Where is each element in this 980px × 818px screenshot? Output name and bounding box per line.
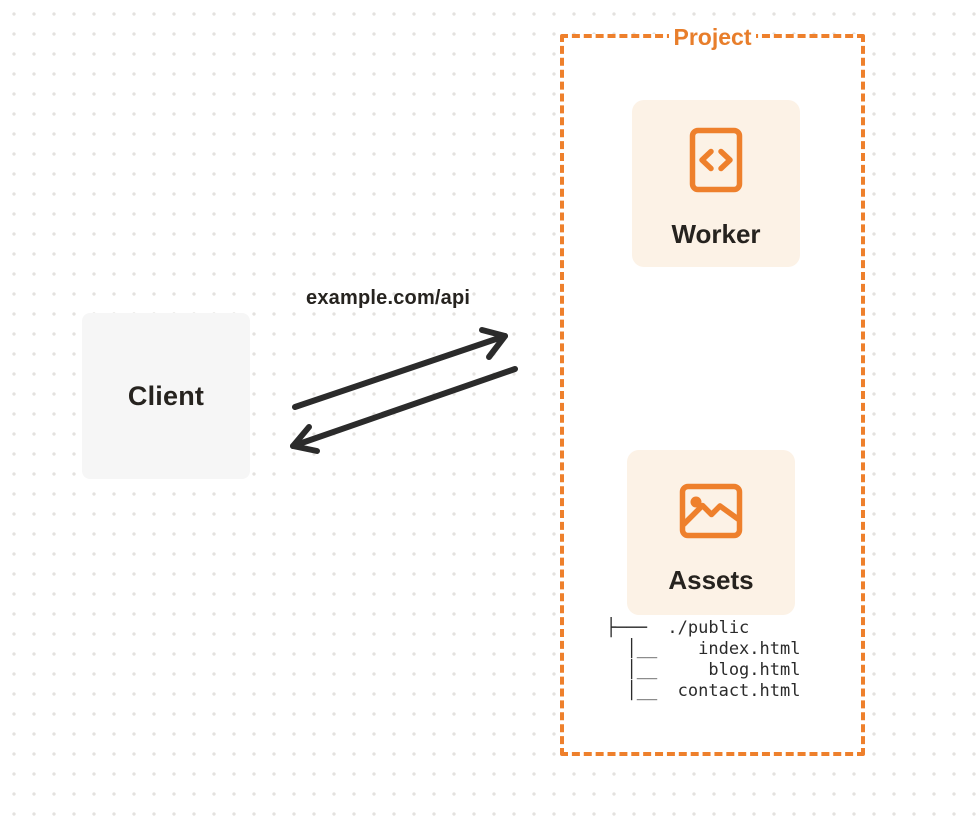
file-tree-line: │__ contact.html bbox=[606, 681, 801, 701]
file-tree-line: │__ index.html bbox=[606, 639, 801, 659]
request-url-label: example.com/api bbox=[306, 287, 471, 309]
image-icon bbox=[679, 483, 743, 539]
file-tree-line: │__ blog.html bbox=[606, 660, 801, 680]
worker-card: Worker bbox=[632, 100, 800, 267]
client-label: Client bbox=[127, 380, 205, 411]
assets-label: Assets bbox=[668, 565, 754, 595]
file-tree: ├─── ./public │__ index.html │__ blog.ht… bbox=[606, 618, 800, 702]
worker-label: Worker bbox=[671, 219, 761, 249]
response-arrow bbox=[290, 366, 518, 454]
request-arrow bbox=[292, 327, 508, 410]
project-label: Project bbox=[668, 21, 757, 53]
assets-card: Assets bbox=[627, 450, 795, 615]
client-box: Client bbox=[82, 313, 250, 479]
code-file-icon bbox=[689, 127, 743, 193]
file-tree-line: ├─── ./public bbox=[606, 618, 750, 638]
